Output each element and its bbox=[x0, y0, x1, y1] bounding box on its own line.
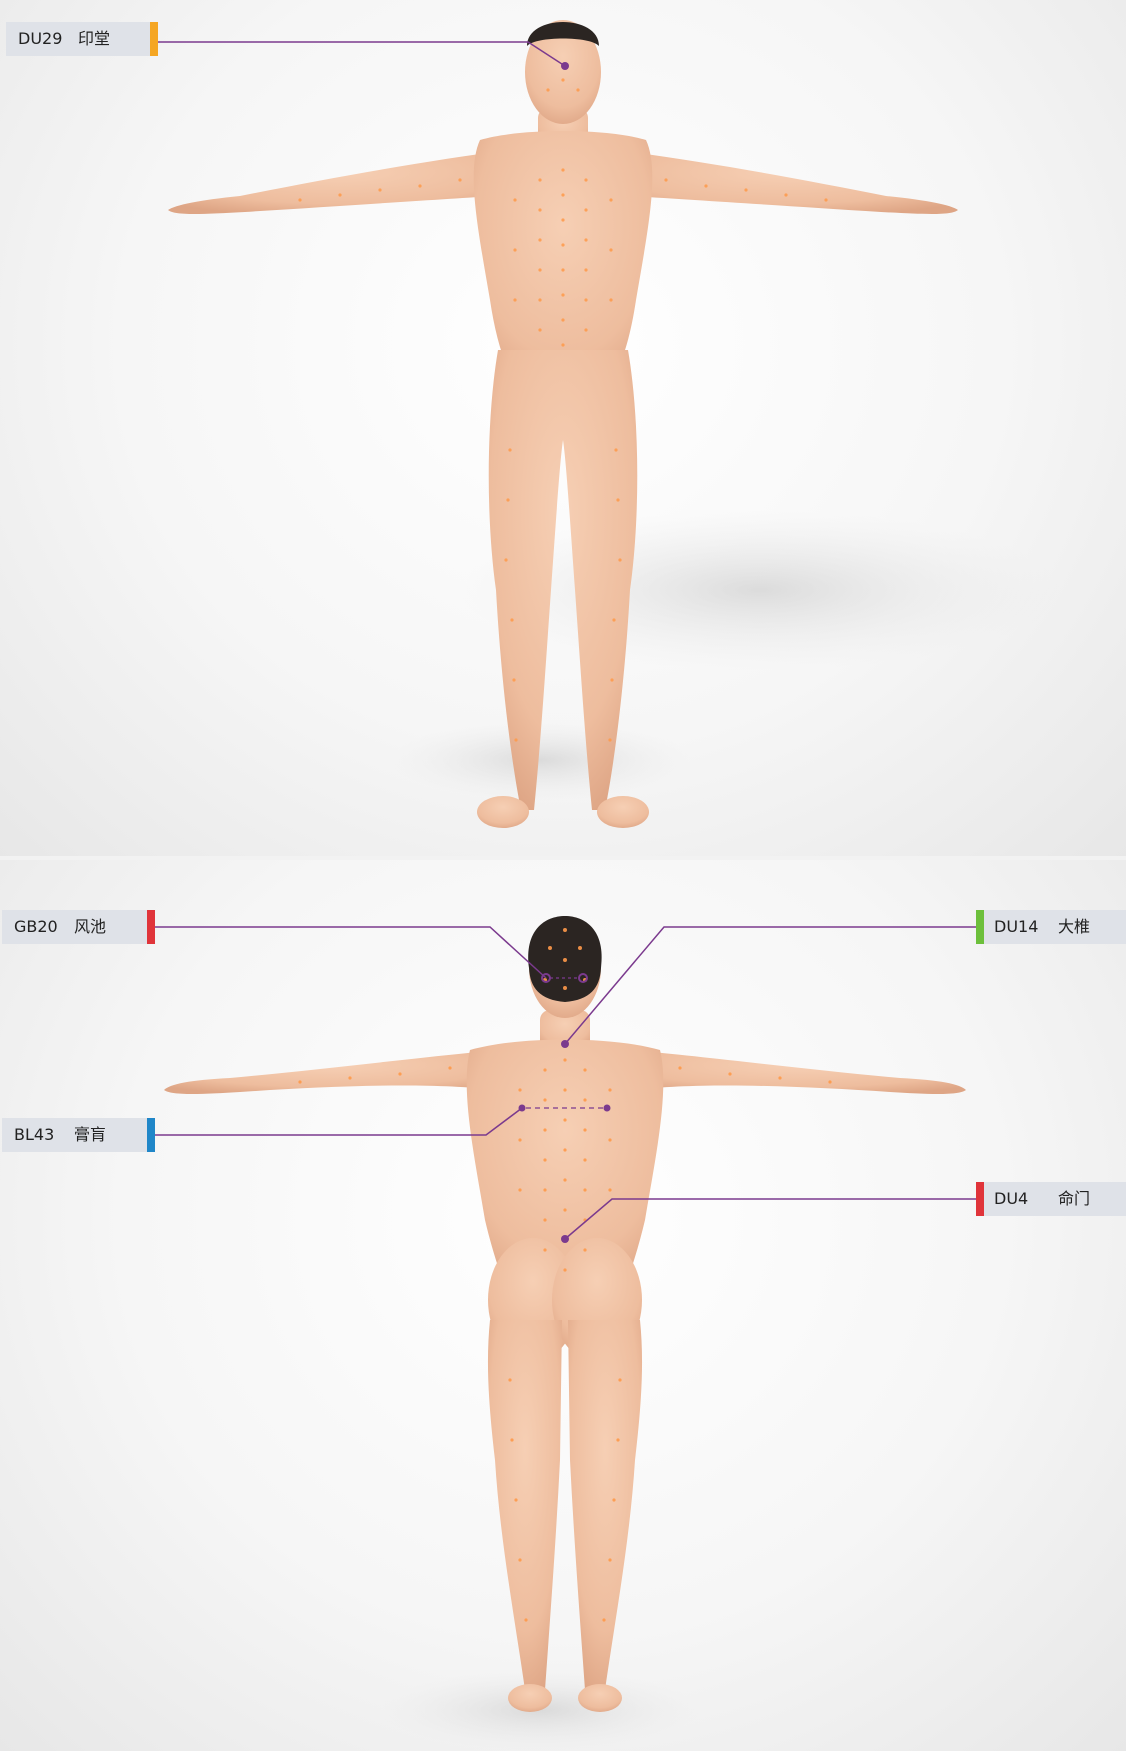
color-indicator bbox=[976, 1182, 984, 1216]
point-code: DU4 bbox=[994, 1182, 1028, 1216]
body-silhouette bbox=[164, 918, 966, 1712]
point-name: 风池 bbox=[74, 910, 106, 944]
point-label-gb20[interactable]: GB20 风池 bbox=[2, 910, 155, 944]
point-code: DU14 bbox=[994, 910, 1038, 944]
point-label-du29[interactable]: DU29 印堂 bbox=[6, 22, 158, 56]
point-name: 膏肓 bbox=[74, 1118, 106, 1152]
body-silhouette bbox=[168, 20, 958, 828]
back-view-panel: GB20 风池 DU14 大椎 BL43 膏肓 DU4 命门 bbox=[0, 860, 1126, 1751]
point-code: BL43 bbox=[14, 1118, 54, 1152]
point-label-bl43[interactable]: BL43 膏肓 bbox=[2, 1118, 155, 1152]
point-name: 印堂 bbox=[78, 22, 110, 56]
front-view-panel: DU29 印堂 bbox=[0, 0, 1126, 860]
back-body-figure bbox=[0, 860, 1126, 1751]
front-body-figure bbox=[0, 0, 1126, 860]
point-code: GB20 bbox=[14, 910, 58, 944]
point-label-du4[interactable]: DU4 命门 bbox=[976, 1182, 1126, 1216]
point-label-du14[interactable]: DU14 大椎 bbox=[976, 910, 1126, 944]
point-marker-bl43-left bbox=[519, 1105, 526, 1112]
point-name: 命门 bbox=[1058, 1182, 1090, 1216]
color-indicator bbox=[147, 1118, 155, 1152]
point-marker-du4 bbox=[561, 1235, 569, 1243]
point-marker-du29 bbox=[561, 62, 569, 70]
leader-line-gb20 bbox=[155, 927, 546, 978]
point-marker-du14 bbox=[561, 1040, 569, 1048]
leader-line-du29 bbox=[158, 42, 565, 66]
leader-line-du14 bbox=[565, 927, 976, 1044]
point-code: DU29 bbox=[18, 22, 62, 56]
leader-line-bl43 bbox=[153, 1108, 522, 1135]
point-name: 大椎 bbox=[1058, 910, 1090, 944]
color-indicator bbox=[976, 910, 984, 944]
color-indicator bbox=[147, 910, 155, 944]
point-marker-bl43-right bbox=[604, 1105, 611, 1112]
color-indicator bbox=[150, 22, 158, 56]
